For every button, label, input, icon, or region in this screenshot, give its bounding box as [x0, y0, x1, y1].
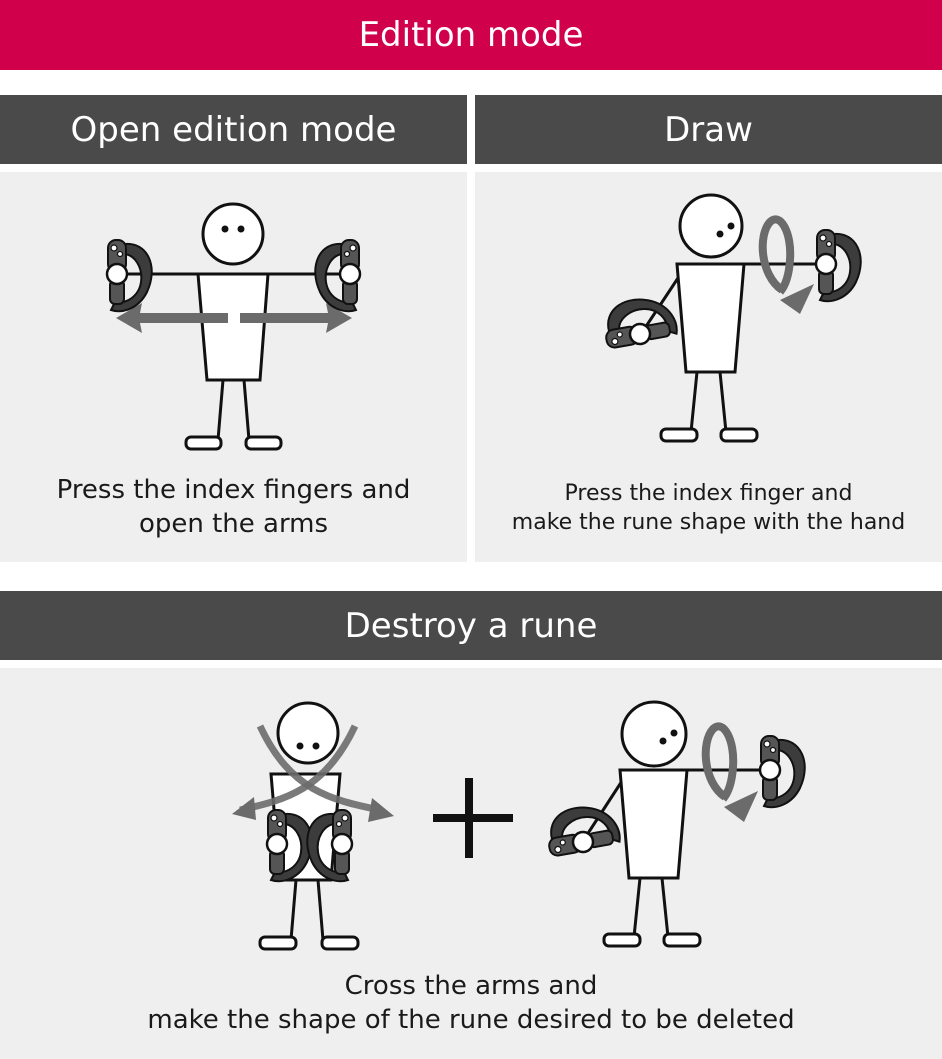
double-arrow-icon — [116, 303, 352, 333]
vr-controller-icon — [600, 293, 678, 349]
page-title: Edition mode — [358, 15, 584, 55]
stick-figure-open-arms — [118, 202, 350, 451]
section-header-open-edition: Open edition mode — [0, 95, 467, 164]
stick-figure-draw — [639, 193, 828, 443]
caption-destroy: Cross the arms and make the shape of the… — [0, 970, 942, 1038]
page-header: Edition mode — [0, 0, 942, 70]
vr-controller-icon — [758, 734, 806, 809]
caption-destroy-line2: make the shape of the rune desired to be… — [147, 1004, 795, 1035]
stick-figure-crossed-arms — [258, 701, 360, 951]
section-title-destroy: Destroy a rune — [344, 605, 598, 646]
section-header-draw: Draw — [475, 95, 942, 164]
caption-open-edition-line2: open the arms — [138, 508, 329, 539]
circular-arrow-icon — [701, 722, 738, 802]
caption-draw: Press the index finger and make the rune… — [475, 480, 942, 537]
section-header-destroy: Destroy a rune — [0, 591, 942, 660]
vr-controller-icon — [315, 240, 360, 311]
panel-destroy — [0, 668, 942, 1059]
section-title-open-edition: Open edition mode — [70, 109, 397, 150]
caption-open-edition-line1: Press the index fingers and — [56, 475, 411, 505]
crossed-arrows-icon — [232, 724, 394, 822]
vr-controller-icon — [105, 238, 153, 313]
circular-arrow-icon — [758, 215, 795, 295]
caption-draw-line2: make the rune shape with the hand — [511, 509, 906, 535]
vr-controller-icon — [814, 228, 862, 303]
vr-controller-icon — [543, 801, 621, 857]
section-title-draw: Draw — [664, 109, 753, 150]
stick-figure-draw-rune — [581, 700, 772, 948]
plus-icon — [433, 778, 513, 858]
caption-destroy-line1: Cross the arms and — [344, 971, 598, 1001]
caption-open-edition: Press the index fingers and open the arm… — [0, 474, 467, 542]
caption-draw-line1: Press the index finger and — [564, 481, 853, 506]
